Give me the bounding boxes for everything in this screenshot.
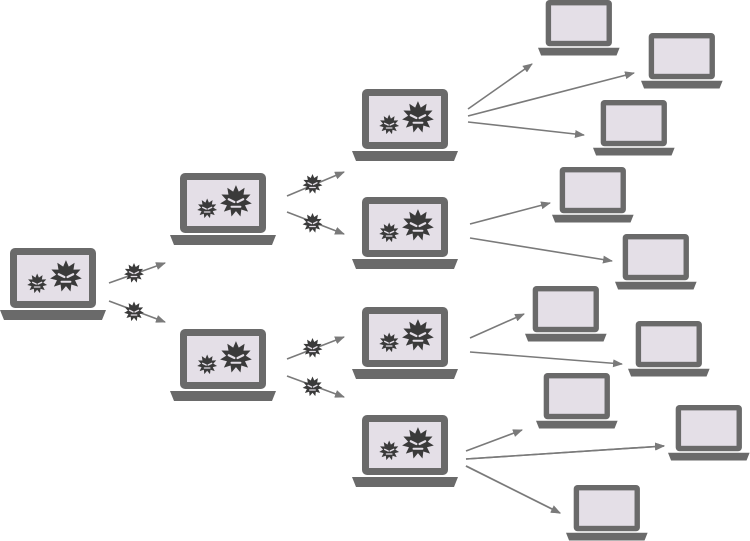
virus-icon bbox=[302, 174, 323, 194]
laptop-icon bbox=[352, 307, 458, 379]
clean-gen3-laptop-6 bbox=[525, 286, 607, 342]
clean-gen3-laptop-5 bbox=[615, 234, 697, 290]
laptop-icon bbox=[170, 173, 276, 245]
virus-icon bbox=[379, 114, 400, 135]
spread-arrow-13 bbox=[469, 351, 623, 368]
spread-arrow-1 bbox=[108, 262, 166, 284]
clean-gen3-laptop-4 bbox=[552, 167, 634, 223]
clean-gen3-laptop-10 bbox=[566, 485, 648, 541]
spread-arrows bbox=[108, 63, 665, 514]
spread-arrow-4 bbox=[286, 211, 345, 235]
clean-gen3-laptop-9 bbox=[668, 405, 750, 461]
spread-arrow-8 bbox=[467, 71, 635, 117]
arrow-icon bbox=[469, 313, 525, 339]
virus-icon bbox=[302, 376, 323, 397]
clean-gen3-laptop-8 bbox=[536, 373, 618, 429]
virus-icon bbox=[124, 263, 144, 283]
laptop-icon bbox=[352, 89, 458, 161]
infected-gen1-laptop-1 bbox=[170, 173, 276, 245]
virus-icon bbox=[402, 101, 434, 133]
virus-icon bbox=[220, 185, 252, 217]
laptop-icon bbox=[641, 33, 723, 89]
spread-arrow-6 bbox=[286, 375, 345, 398]
laptop-icon bbox=[615, 234, 697, 290]
laptop-icon bbox=[668, 405, 750, 461]
laptop-icon bbox=[566, 485, 648, 541]
virus-icon bbox=[379, 222, 400, 243]
laptop-icon bbox=[593, 100, 675, 156]
clean-gen3-laptop-7 bbox=[628, 321, 710, 377]
virus-icon bbox=[379, 440, 400, 461]
virus-icon bbox=[50, 260, 82, 292]
virus-icon bbox=[197, 198, 218, 219]
arrow-icon bbox=[465, 465, 561, 514]
arrow-icon bbox=[469, 237, 613, 264]
infected-gen2-laptop-2 bbox=[352, 197, 458, 269]
virus-icon bbox=[220, 341, 252, 373]
spread-arrow-9 bbox=[467, 121, 585, 138]
spread-arrow-2 bbox=[108, 300, 166, 323]
spread-arrow-5 bbox=[286, 336, 345, 360]
virus-icon bbox=[197, 354, 218, 375]
spread-arrow-12 bbox=[469, 313, 525, 339]
virus-icon bbox=[402, 427, 434, 459]
spread-arrow-7 bbox=[467, 63, 533, 110]
laptop-icon bbox=[628, 321, 710, 377]
virus-icon bbox=[124, 301, 144, 322]
arrow-icon bbox=[469, 201, 551, 225]
virus-icon bbox=[27, 273, 48, 294]
laptop-icon bbox=[170, 329, 276, 401]
arrow-icon bbox=[465, 442, 665, 460]
infected-gen1-laptop-2 bbox=[170, 329, 276, 401]
infected-gen2-laptop-3 bbox=[352, 307, 458, 379]
infected-gen0-laptop-1 bbox=[0, 248, 106, 320]
arrow-icon bbox=[469, 351, 623, 368]
clean-gen3-laptop-3 bbox=[593, 100, 675, 156]
laptop-icon bbox=[352, 197, 458, 269]
laptop-icon bbox=[525, 286, 607, 342]
arrow-icon bbox=[465, 429, 523, 452]
clean-gen3-laptop-1 bbox=[538, 0, 620, 56]
arrow-icon bbox=[467, 63, 533, 110]
spread-arrow-17 bbox=[465, 442, 665, 460]
infected-gen2-laptop-1 bbox=[352, 89, 458, 161]
virus-icon bbox=[379, 332, 400, 353]
clean-gen3-laptop-2 bbox=[641, 33, 723, 89]
spread-arrow-11 bbox=[469, 237, 613, 264]
laptop-icon bbox=[352, 415, 458, 487]
arrow-icon bbox=[467, 121, 585, 138]
spread-arrow-14 bbox=[465, 429, 523, 452]
spread-arrow-3 bbox=[286, 171, 345, 197]
spread-arrow-10 bbox=[469, 201, 551, 225]
spread-arrow-18 bbox=[465, 465, 561, 514]
virus-icon bbox=[402, 319, 434, 351]
virus-icon bbox=[302, 213, 323, 233]
arrow-icon bbox=[467, 71, 635, 117]
virus-icon bbox=[402, 209, 434, 241]
infected-gen2-laptop-4 bbox=[352, 415, 458, 487]
laptop-icon bbox=[538, 0, 620, 56]
laptop-icon bbox=[0, 248, 106, 320]
laptop-icon bbox=[536, 373, 618, 429]
laptop-icon bbox=[552, 167, 634, 223]
virus-icon bbox=[302, 338, 323, 358]
